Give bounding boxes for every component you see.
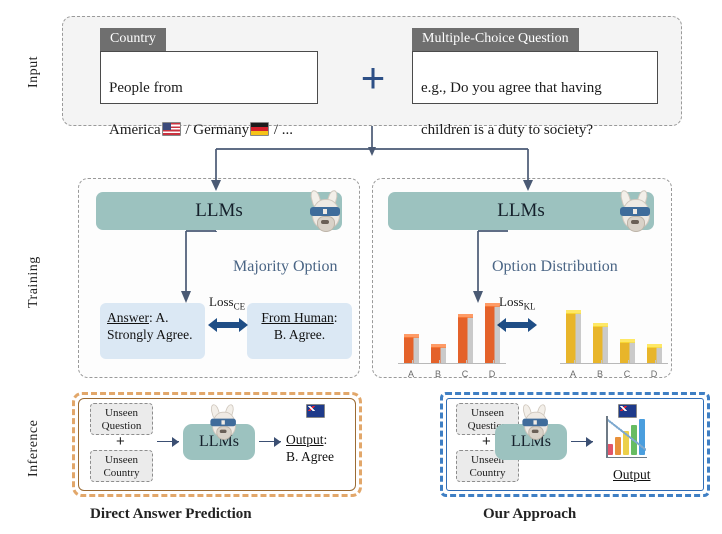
unseen-country-left: Unseen Country — [90, 450, 153, 482]
row-label-input: Input — [26, 55, 41, 89]
australia-flag-icon-left — [306, 404, 325, 418]
tick-A: A — [569, 369, 576, 379]
loss-ce-subscript: CE — [233, 301, 246, 312]
bar-D — [647, 344, 662, 363]
llama-icon-training-right — [616, 189, 656, 233]
germany-flag-icon — [250, 122, 270, 136]
tick-D: D — [488, 369, 496, 379]
inference-right-arrow-out — [571, 437, 593, 447]
inference-right-plus: + — [482, 433, 491, 450]
tick-C: C — [461, 369, 469, 379]
loss-kl-double-arrow — [497, 318, 537, 332]
input-plus-symbol: + — [360, 54, 386, 101]
llm-box-training-left: LLMs — [96, 192, 342, 230]
loss-kl-label: LossKL — [499, 294, 536, 312]
model-answer-card: Answer: A. Strongly Agree. — [100, 303, 205, 359]
country-line-2-mid: / Germany — [181, 122, 250, 138]
llm-box-training-right: LLMs — [388, 192, 654, 230]
majority-option-caption: Majority Option — [233, 258, 338, 275]
output-distribution-icon — [604, 413, 648, 459]
bar-A — [404, 334, 419, 363]
human-distribution-chart: A B C D — [560, 286, 668, 379]
country-line-2-prefix: America — [109, 122, 161, 138]
model-distribution-chart: A B C D — [398, 286, 506, 379]
country-line-1: People from — [109, 80, 183, 96]
inference-left-plus: + — [116, 433, 125, 450]
tick-D: D — [650, 369, 658, 379]
bar-D — [485, 303, 500, 363]
bar-C — [620, 339, 635, 363]
tick-C: C — [623, 369, 631, 379]
loss-kl-text: Loss — [499, 294, 524, 309]
question-card-header: Multiple-Choice Question — [412, 28, 579, 51]
country-card-body: People from America / Germany / ... — [100, 51, 318, 138]
inference-left-arrow-in — [157, 437, 179, 447]
output-label-right: Output — [613, 467, 651, 482]
loss-ce-label: LossCE — [209, 294, 245, 312]
caption-our-approach: Our Approach — [483, 506, 577, 522]
human-answer-rest: : — [333, 310, 338, 325]
model-answer-label: Answer — [107, 310, 149, 325]
inference-left-output: Output: B. Agree — [286, 431, 334, 465]
human-answer-line2: B. Agree. — [273, 327, 326, 342]
tick-B: B — [596, 369, 603, 379]
question-line-2: children is a duty to society? — [421, 122, 594, 138]
llama-icon-training-left — [306, 189, 346, 233]
tick-B: B — [434, 369, 441, 379]
unseen-question-left: Unseen Question — [90, 403, 153, 435]
us-flag-icon — [161, 122, 181, 136]
bar-B — [593, 323, 608, 363]
llama-icon-inference-left — [207, 403, 236, 440]
option-distribution-caption: Option Distribution — [492, 258, 618, 275]
bar-C — [458, 314, 473, 363]
caption-direct-answer-prediction: Direct Answer Prediction — [90, 506, 252, 522]
australia-flag-icon-right — [618, 404, 637, 418]
output-label-left: Output — [286, 432, 324, 447]
inference-left-arrow-out — [259, 437, 281, 447]
bar-B — [431, 344, 446, 363]
inference-right-output: Output — [613, 466, 651, 483]
tick-A: A — [407, 369, 414, 379]
bar-A — [566, 310, 581, 363]
loss-ce-double-arrow — [208, 318, 248, 332]
human-answer-card: From Human: B. Agree. — [247, 303, 352, 359]
country-line-2-suffix: / ... — [270, 122, 294, 138]
model-answer-line2: Strongly Agree. — [107, 327, 193, 342]
loss-ce-text: Loss — [209, 294, 234, 309]
llm-box-inference-right: LLMs — [495, 424, 567, 460]
llm-label-training-right: LLMs — [497, 200, 545, 221]
country-card-header: Country — [100, 28, 166, 51]
model-answer-rest: : A. — [149, 310, 169, 325]
llama-icon-inference-right — [519, 403, 548, 440]
output-rest-left: : — [323, 432, 328, 447]
question-card-body: e.g., Do you agree that having children … — [412, 51, 658, 138]
row-label-inference: Inference — [26, 419, 41, 478]
human-answer-label: From Human — [261, 310, 334, 325]
output-value-left: B. Agree — [286, 449, 334, 464]
row-label-training: Training — [26, 256, 41, 309]
llm-label-training-left: LLMs — [195, 200, 243, 221]
question-line-1: e.g., Do you agree that having — [421, 80, 602, 96]
loss-kl-subscript: KL — [523, 301, 536, 312]
